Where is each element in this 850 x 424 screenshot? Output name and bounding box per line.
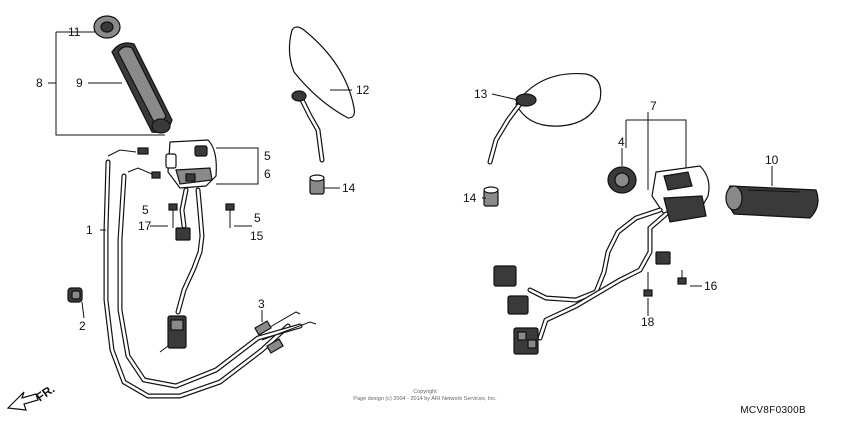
callout-leaders xyxy=(48,31,773,322)
left-handlebar-grip-part xyxy=(111,42,173,134)
throttle-cable-part xyxy=(254,311,317,354)
callout-bracket-7 xyxy=(625,112,687,190)
callout-12: 12 xyxy=(356,83,370,97)
callout-18: 18 xyxy=(641,315,655,329)
callout-14-right: 14 xyxy=(463,191,477,205)
callout-6: 6 xyxy=(264,167,271,181)
callout-3: 3 xyxy=(258,297,265,311)
callout-16: 16 xyxy=(704,279,718,293)
callout-15: 15 xyxy=(250,229,264,243)
grip-end-cap-part xyxy=(93,15,121,39)
callout-5-upper: 5 xyxy=(264,149,271,163)
callout-10: 10 xyxy=(765,153,779,167)
callout-4: 4 xyxy=(618,135,625,149)
mirror-adaptor-nut-left xyxy=(309,174,325,195)
front-direction-arrow-icon xyxy=(6,391,39,411)
callout-11: 11 xyxy=(68,25,81,39)
screw-16-part xyxy=(677,270,687,285)
copyright-line: Copyright xyxy=(413,389,437,395)
callout-17: 17 xyxy=(138,219,152,233)
callout-13: 13 xyxy=(474,87,488,101)
right-handlebar-grip-part xyxy=(725,185,819,219)
throttle-collar-part xyxy=(607,166,637,194)
diagram-code: MCV8F0300B xyxy=(740,405,806,416)
clutch-cable-part xyxy=(103,147,303,399)
callout-1: 1 xyxy=(86,223,93,237)
callout-9: 9 xyxy=(76,76,83,90)
left-switch-wiring xyxy=(159,187,205,353)
callout-8: 8 xyxy=(36,76,43,90)
callout-14-left: 14 xyxy=(342,181,356,195)
copyright-notice: Page design (c) 2004 - 2014 by ARI Netwo… xyxy=(353,396,497,402)
right-switch-housing-part xyxy=(651,165,710,223)
callout-7: 7 xyxy=(650,99,657,113)
screw-18-part xyxy=(643,272,653,297)
mirror-adaptor-nut-right xyxy=(483,186,499,207)
cable-clamp-part xyxy=(67,287,83,303)
callout-2: 2 xyxy=(79,319,86,333)
right-mirror-part xyxy=(487,72,602,165)
screw-15-part xyxy=(225,203,235,228)
callout-5-left: 5 xyxy=(142,203,149,217)
right-switch-wiring xyxy=(493,207,671,355)
screw-17-part xyxy=(168,203,178,228)
left-mirror-part xyxy=(288,26,355,163)
callout-5-right: 5 xyxy=(254,211,261,225)
left-switch-housing-part xyxy=(165,139,217,189)
